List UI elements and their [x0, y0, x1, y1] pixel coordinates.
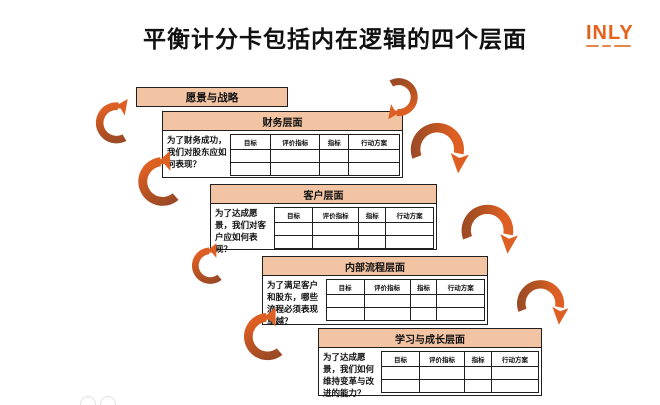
col-header-evaluation: 评价指标 — [418, 351, 466, 367]
perspective-panel-learning-growth: 学习与成长层面 为了达成愿景，我们如何维持变革与改进的能力？ 目标 评价指标 指… — [318, 328, 542, 398]
col-header-indicator: 指标 — [409, 279, 438, 295]
empty-cell — [385, 235, 434, 249]
bsc-table-financial: 目标 评价指标 指标 行动方案 — [229, 134, 400, 176]
table-row — [273, 235, 434, 249]
col-header-indicator: 指标 — [358, 207, 387, 223]
perspective-panel-customer: 客户层面 为了达成愿景，我们对客户应如何表现？ 目标 评价指标 指标 行动方案 — [210, 184, 437, 254]
empty-cell — [385, 222, 434, 236]
curved-arrow-down-icon — [461, 204, 519, 255]
empty-cell — [229, 149, 272, 163]
col-header-goal: 目标 — [325, 279, 365, 295]
empty-cell — [312, 235, 360, 249]
empty-cell — [409, 294, 438, 308]
panel-title-learning-growth: 学习与成长层面 — [319, 329, 541, 348]
empty-cell — [490, 366, 540, 380]
col-header-evaluation: 评价指标 — [363, 279, 411, 295]
panel-question-learning-growth: 为了达成愿景，我们如何维持变革与改进的能力？ — [323, 352, 375, 398]
table-row — [381, 366, 540, 380]
empty-cell — [325, 307, 365, 321]
empty-cell — [358, 235, 387, 249]
empty-cell — [348, 149, 400, 163]
perspective-panel-financial: 财务层面 为了财务成功，我们对股东应如何表现？ 目标 评价指标 指标 行动方案 — [162, 111, 403, 178]
empty-cell — [436, 307, 485, 321]
col-header-evaluation: 评价指标 — [312, 207, 360, 223]
empty-cell — [270, 162, 321, 176]
empty-cell — [436, 294, 485, 308]
panel-title-internal-process: 内部流程层面 — [263, 257, 487, 276]
bsc-table-learning-growth: 目标 评价指标 指标 行动方案 — [381, 351, 540, 393]
empty-cell — [270, 149, 321, 163]
curved-arrow-down-icon — [410, 122, 469, 175]
table-row — [325, 294, 485, 308]
col-header-indicator: 指标 — [319, 134, 350, 150]
inly-logo: INLY — [586, 22, 646, 47]
empty-cell — [229, 162, 272, 176]
empty-cell — [381, 366, 420, 380]
col-header-action: 行动方案 — [436, 279, 485, 295]
logo-wordmark: INLY — [586, 22, 634, 44]
empty-cell — [319, 149, 350, 163]
empty-cell — [348, 162, 400, 176]
empty-cell — [273, 222, 314, 236]
vision-strategy-box: 愿景与战略 — [136, 87, 288, 107]
table-row — [273, 222, 434, 236]
col-header-evaluation: 评价指标 — [270, 134, 321, 150]
panel-question-financial: 为了财务成功，我们对股东应如何表现？ — [167, 135, 227, 169]
empty-cell — [464, 379, 492, 393]
col-header-action: 行动方案 — [490, 351, 540, 367]
logo-tagline — [586, 45, 646, 47]
col-header-action: 行动方案 — [348, 134, 400, 150]
empty-cell — [381, 379, 420, 393]
watermark-circles — [80, 396, 116, 405]
empty-cell — [363, 307, 411, 321]
col-header-goal: 目标 — [273, 207, 314, 223]
empty-cell — [490, 379, 540, 393]
curved-arrow-up-icon — [187, 238, 229, 287]
curved-arrow-up-icon — [95, 96, 134, 144]
bsc-table-customer: 目标 评价指标 指标 行动方案 — [273, 207, 434, 249]
panel-question-customer: 为了达成愿景，我们对客户应如何表现？ — [215, 208, 267, 254]
perspective-panel-internal-process: 内部流程层面 为了满足客户和股东，哪些流程必须表现卓越？ 目标 评价指标 指标 … — [262, 256, 488, 326]
col-header-goal: 目标 — [229, 134, 272, 150]
curved-arrow-up-icon — [238, 301, 291, 364]
bsc-table-internal-process: 目标 评价指标 指标 行动方案 — [325, 279, 485, 321]
panel-title-customer: 客户层面 — [211, 185, 436, 204]
table-row — [229, 162, 400, 176]
empty-cell — [409, 307, 438, 321]
curved-arrow-down-icon — [382, 78, 418, 122]
curved-arrow-down-icon — [516, 280, 569, 326]
empty-cell — [464, 366, 492, 380]
empty-cell — [325, 294, 365, 308]
empty-cell — [358, 222, 387, 236]
curved-arrow-up-icon — [131, 145, 188, 211]
col-header-indicator: 指标 — [464, 351, 492, 367]
empty-cell — [418, 366, 466, 380]
table-row — [229, 149, 400, 163]
empty-cell — [312, 222, 360, 236]
empty-cell — [319, 162, 350, 176]
empty-cell — [273, 235, 314, 249]
table-row — [381, 379, 540, 393]
col-header-goal: 目标 — [381, 351, 420, 367]
slide-title: 平衡计分卡包括内在逻辑的四个层面 — [143, 26, 527, 52]
empty-cell — [418, 379, 466, 393]
col-header-action: 行动方案 — [385, 207, 434, 223]
empty-cell — [363, 294, 411, 308]
table-row — [325, 307, 485, 321]
panel-title-financial: 财务层面 — [163, 112, 402, 131]
panel-question-internal-process: 为了满足客户和股东，哪些流程必须表现卓越？ — [267, 280, 319, 326]
